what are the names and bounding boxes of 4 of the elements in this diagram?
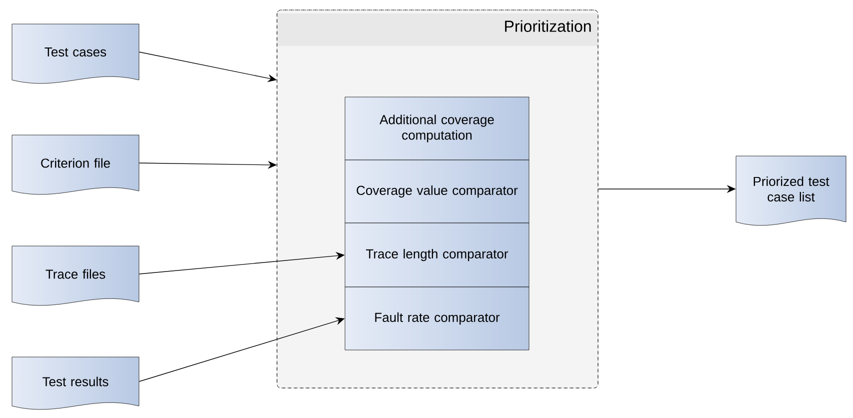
process-box: Fault rate comparator [344,286,530,350]
process-box: Trace length comparator [344,222,530,288]
process-box: Coverage value comparator [344,160,530,224]
process-box: Additional coverage computation [344,96,530,160]
